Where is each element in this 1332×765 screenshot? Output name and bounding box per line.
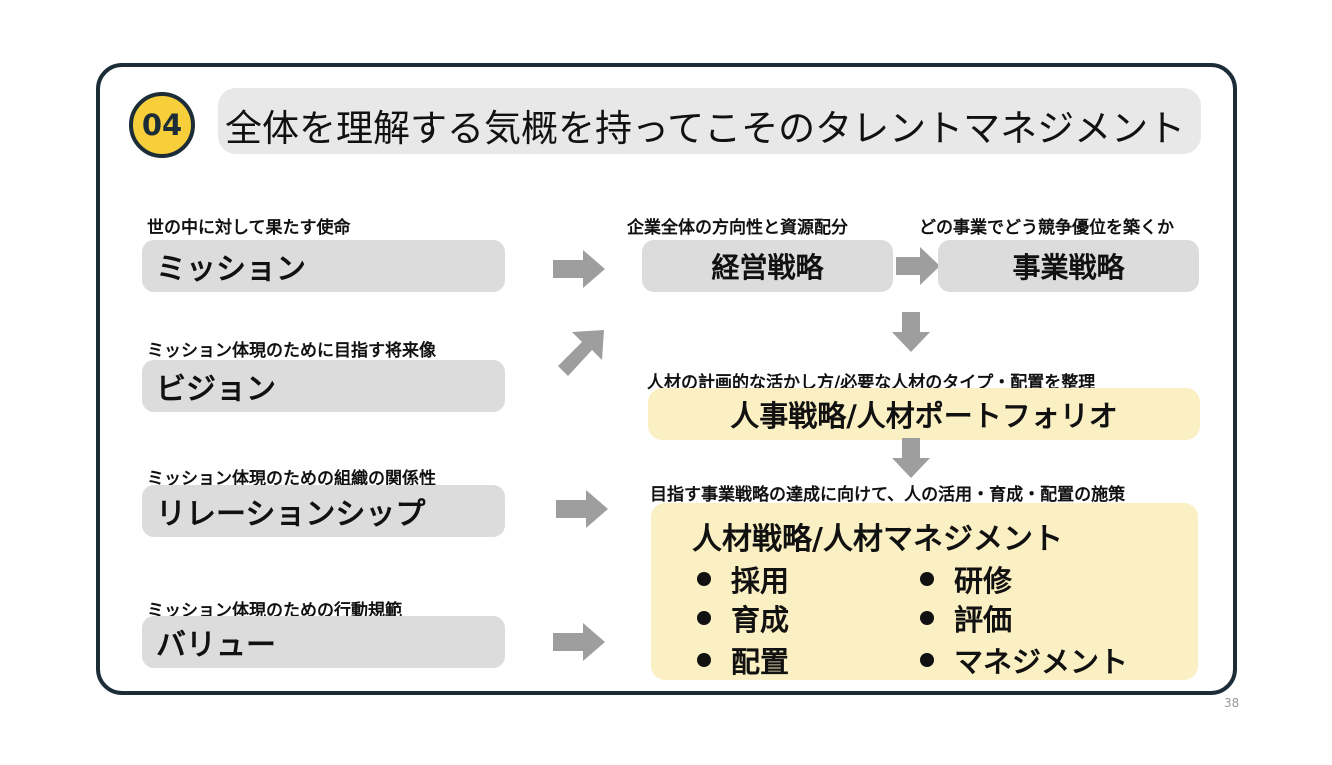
bullet-icon <box>920 572 934 586</box>
vision-box: ビジョン <box>142 360 505 412</box>
right-arrow-icon <box>553 623 605 661</box>
section-number-badge: 04 <box>129 92 195 158</box>
hr-portfolio-label: 人事戦略/人材ポートフォリオ <box>730 399 1118 433</box>
right-arrow-icon <box>553 250 605 288</box>
value-box: バリュー <box>142 616 505 668</box>
mission-caption: 世の中に対して果たす使命 <box>147 218 351 238</box>
business-strategy-box: 事業戦略 <box>938 240 1199 292</box>
right-arrow-icon <box>556 490 608 528</box>
list-item: 研修 <box>920 558 1012 600</box>
down-arrow-icon <box>892 312 930 352</box>
list-item: 評価 <box>920 597 1012 639</box>
down-arrow-icon <box>892 438 930 478</box>
relationship-caption: ミッション体現のための組織の関係性 <box>147 469 436 489</box>
bullet-icon <box>697 611 711 625</box>
diagonal-arrow-icon <box>558 330 604 376</box>
hr-management-box <box>651 503 1198 680</box>
list-item: 配置 <box>697 639 789 681</box>
mission-box: ミッション <box>142 240 505 292</box>
management-strategy-box: 経営戦略 <box>642 240 893 292</box>
relationship-box: リレーションシップ <box>142 485 505 537</box>
list-item: 採用 <box>697 558 789 600</box>
hr-management-label: 人材戦略/人材マネジメント <box>692 522 1063 557</box>
right-arrow-icon <box>896 247 940 285</box>
bullet-icon <box>697 572 711 586</box>
hr-portfolio-box <box>648 388 1200 440</box>
vision-caption: ミッション体現のために目指す将来像 <box>147 341 436 361</box>
hr-management-caption: 目指す事業戦略の達成に向けて、人の活用・育成・配置の施策 <box>650 485 1126 505</box>
list-item: マネジメント <box>920 639 1128 681</box>
list-item: 育成 <box>697 597 789 639</box>
bullet-icon <box>920 611 934 625</box>
bullet-icon <box>920 653 934 667</box>
business-strategy-caption: どの事業でどう競争優位を築くか <box>919 218 1174 238</box>
title-bar <box>218 88 1201 154</box>
management-strategy-caption: 企業全体の方向性と資源配分 <box>627 218 848 238</box>
bullet-icon <box>697 653 711 667</box>
slide-title: 全体を理解する気概を持ってこそのタレントマネジメント <box>225 107 1186 150</box>
page-number: 38 <box>1224 696 1240 710</box>
